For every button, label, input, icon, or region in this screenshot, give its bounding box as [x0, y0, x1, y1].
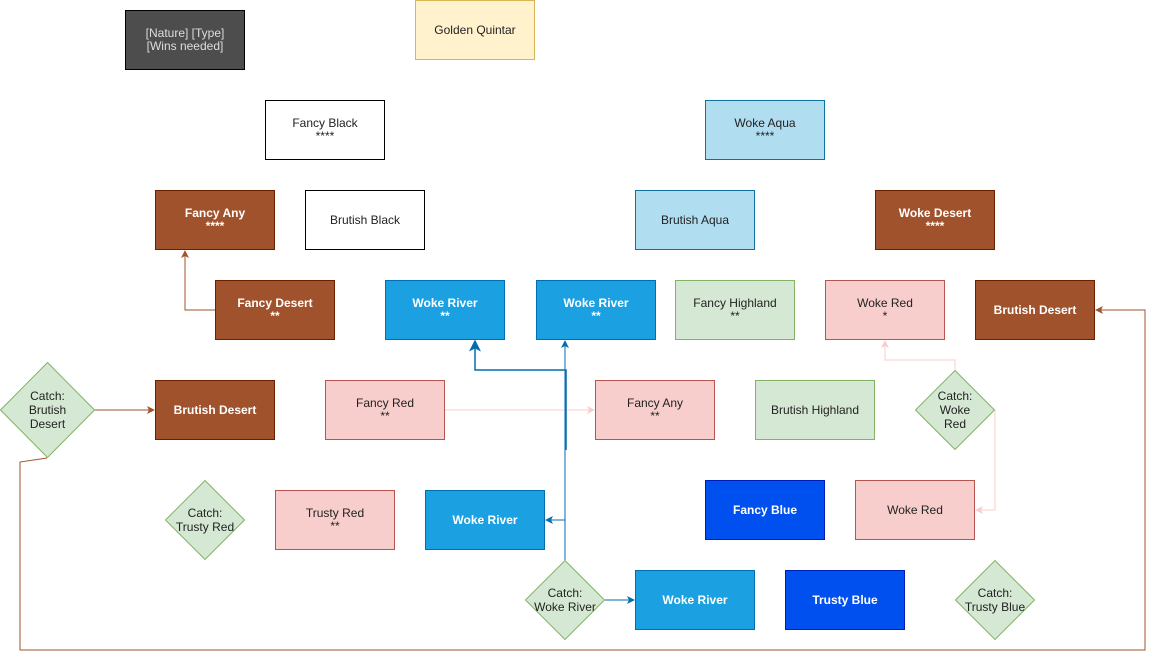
- edge-catch-woke-red-up: [881, 340, 956, 370]
- node-fancy-any-mid[interactable]: Fancy Any **: [595, 380, 715, 440]
- node-woke-aqua[interactable]: Woke Aqua ****: [705, 100, 825, 160]
- node-woke-river-b[interactable]: Woke River **: [536, 280, 656, 340]
- node-brutish-desert-left[interactable]: Brutish Desert: [155, 380, 275, 440]
- node-brutish-highland[interactable]: Brutish Highland: [755, 380, 875, 440]
- node-fancy-any-top[interactable]: Fancy Any ****: [155, 190, 275, 250]
- node-brutish-desert-right[interactable]: Brutish Desert: [975, 280, 1095, 340]
- edge-catch-woke-river-left-up: [469, 339, 567, 450]
- catch-trusty-blue-label: Catch: Trusty Blue: [964, 586, 1026, 614]
- node-woke-red-top[interactable]: Woke Red *: [825, 280, 945, 340]
- node-fancy-red[interactable]: Fancy Red **: [325, 380, 445, 440]
- node-fancy-highland[interactable]: Fancy Highland **: [675, 280, 795, 340]
- catch-brutish-desert-label: Catch: Brutish Desert: [28, 389, 67, 431]
- node-fancy-black[interactable]: Fancy Black ****: [265, 100, 385, 160]
- node-fancy-blue[interactable]: Fancy Blue: [705, 480, 825, 540]
- catch-brutish-desert[interactable]: Catch: Brutish Desert: [0, 362, 95, 458]
- edge-catch-woke-red-down: [975, 410, 996, 514]
- node-woke-river-d[interactable]: Woke River: [635, 570, 755, 630]
- catch-woke-river[interactable]: Catch: Woke River: [525, 560, 605, 640]
- node-fancy-desert[interactable]: Fancy Desert **: [215, 280, 335, 340]
- node-woke-river-a[interactable]: Woke River **: [385, 280, 505, 340]
- node-woke-red-bottom[interactable]: Woke Red: [855, 480, 975, 540]
- node-trusty-red[interactable]: Trusty Red **: [275, 490, 395, 550]
- edge-fancy-desert-to-fancy-any: [181, 250, 215, 311]
- catch-woke-river-label: Catch: Woke River: [534, 586, 596, 614]
- edge-catch-brutish-to-brutish-desert-right: [19, 306, 1146, 651]
- catch-trusty-red-label: Catch: Trusty Red: [175, 506, 235, 534]
- node-woke-river-c[interactable]: Woke River: [425, 490, 545, 550]
- catch-trusty-blue[interactable]: Catch: Trusty Blue: [955, 560, 1035, 640]
- node-woke-desert[interactable]: Woke Desert ****: [875, 190, 995, 250]
- catch-trusty-red[interactable]: Catch: Trusty Red: [165, 480, 245, 560]
- catch-woke-red-label: Catch: Woke Red: [937, 389, 973, 431]
- node-brutish-aqua[interactable]: Brutish Aqua: [635, 190, 755, 250]
- title-box[interactable]: Golden Quintar: [415, 0, 535, 60]
- node-trusty-blue[interactable]: Trusty Blue: [785, 570, 905, 630]
- node-brutish-black[interactable]: Brutish Black: [305, 190, 425, 250]
- legend-box[interactable]: [Nature] [Type] [Wins needed]: [125, 10, 245, 70]
- catch-woke-red[interactable]: Catch: Woke Red: [915, 370, 995, 450]
